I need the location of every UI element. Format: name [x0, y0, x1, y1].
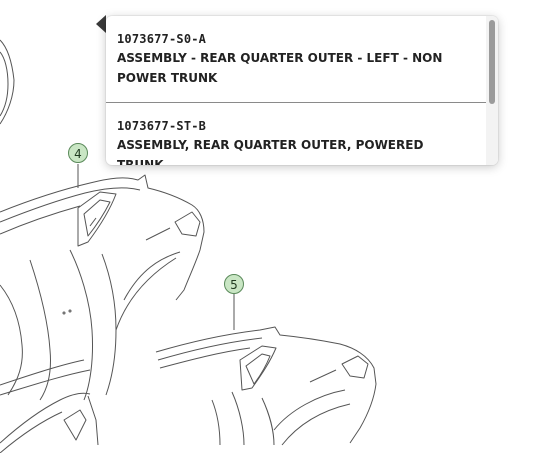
part-description: ASSEMBLY, REAR QUARTER OUTER, POWERED TR…	[117, 138, 424, 165]
list-item[interactable]: 1073677-S0-A ASSEMBLY - REAR QUARTER OUT…	[106, 16, 486, 102]
list-item[interactable]: 1073677-ST-B ASSEMBLY, REAR QUARTER OUTE…	[106, 102, 486, 165]
part-number: 1073677-ST-B	[117, 119, 207, 133]
part-description: ASSEMBLY - REAR QUARTER OUTER - LEFT - N…	[117, 51, 443, 85]
popup-pointer	[96, 15, 106, 33]
part-popup: 1073677-S0-A ASSEMBLY - REAR QUARTER OUT…	[106, 16, 498, 165]
partial-panel-top-left	[0, 39, 15, 125]
part-list: 1073677-S0-A ASSEMBLY - REAR QUARTER OUT…	[106, 16, 486, 165]
callout-5[interactable]: 5	[224, 274, 244, 294]
rear-quarter-panel-4	[0, 174, 205, 401]
part-number: 1073677-S0-A	[117, 32, 207, 46]
callout-4[interactable]: 4	[68, 143, 88, 163]
scrollbar-thumb[interactable]	[489, 20, 495, 104]
scrollbar-track[interactable]	[486, 16, 498, 165]
rear-quarter-panel-5	[155, 326, 377, 446]
partial-panel-bottom	[0, 392, 99, 453]
